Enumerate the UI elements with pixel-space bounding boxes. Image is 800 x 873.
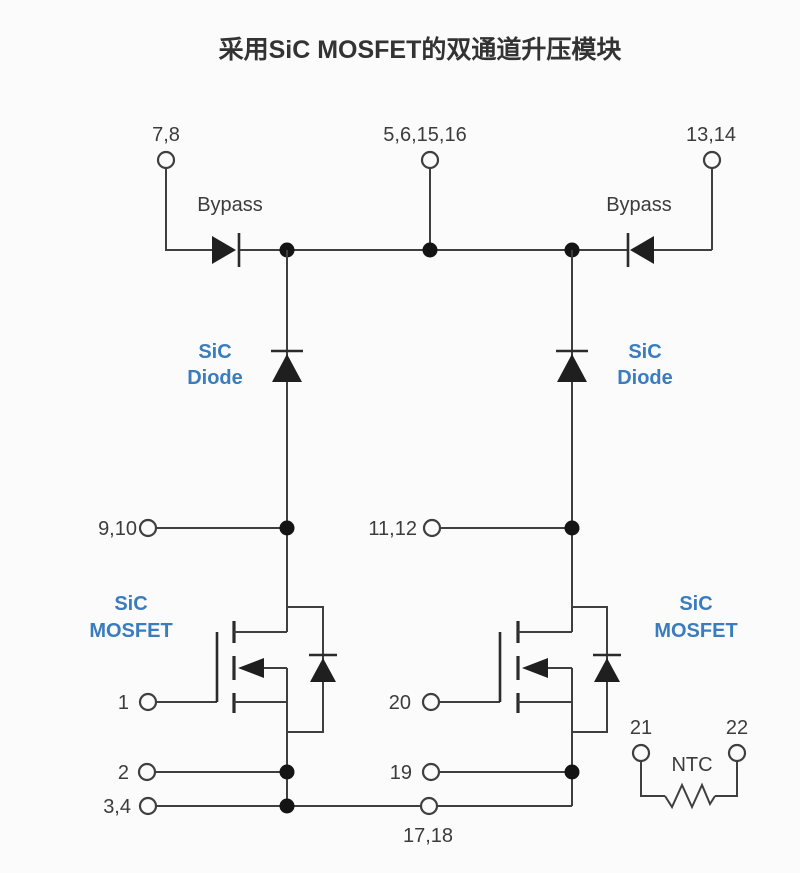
terminal-circle-17-18	[419, 796, 439, 816]
terminal-circle-3-4	[138, 796, 158, 816]
pin-label-9-10: 9,10	[98, 518, 137, 540]
pin-label-11-12: 11,12	[368, 518, 417, 540]
terminal-circle-13-14	[702, 150, 722, 170]
bypass-right-label: Bypass	[606, 194, 672, 216]
wire-pin78-to-bypass	[165, 168, 212, 251]
terminal-circle-9-10	[138, 518, 158, 538]
bypass-left-label: Bypass	[197, 194, 263, 216]
mosfet-left-body-arrow	[238, 658, 264, 678]
wire-ntc-right	[715, 761, 738, 797]
ntc-label: NTC	[671, 754, 712, 776]
pin-label-20: 20	[389, 692, 411, 714]
terminal-circle-19	[421, 762, 441, 782]
junction-dot-bus-center	[422, 242, 438, 258]
sic-diode-right: SiC Diode	[556, 250, 673, 632]
sic-diode-right-label-line1: SiC	[628, 341, 661, 363]
sic-mosfet-right: 20 SiC MOSFET	[389, 593, 738, 806]
sic-mosfet-right-label-line2: MOSFET	[654, 620, 737, 642]
sic-mosfet-right-label-line1: SiC	[679, 593, 712, 615]
sic-mosfet-left: 1 SiC MOSFET	[89, 593, 337, 806]
pin-label-7-8: 7,8	[152, 124, 180, 146]
bypass-diode-right-triangle	[630, 236, 654, 264]
terminal-circle-22	[727, 743, 747, 763]
terminal-circle-1	[138, 692, 158, 712]
sic-diode-left-triangle	[272, 354, 302, 382]
mid-tap-section: 9,10 11,12	[98, 518, 580, 540]
wire-bypass-to-pin1314	[654, 168, 713, 251]
page-title: 采用SiC MOSFET的双通道升压模块	[219, 35, 622, 64]
pin-label-1: 1	[118, 692, 129, 714]
junction-dot-left-mid	[279, 520, 295, 536]
pin-label-21: 21	[630, 717, 652, 739]
pin-label-17-18: 17,18	[403, 825, 453, 847]
pin-label-19: 19	[390, 762, 412, 784]
sic-diode-left: SiC Diode	[187, 250, 303, 632]
pin-label-3-4: 3,4	[103, 796, 131, 818]
sic-mosfet-left-label-line2: MOSFET	[89, 620, 172, 642]
wire-ntc-left	[640, 761, 665, 797]
terminal-circle-11-12	[422, 518, 442, 538]
pin-label-22: 22	[726, 717, 748, 739]
junction-dot-pin19	[564, 764, 580, 780]
ntc-section: 21 22 NTC	[630, 717, 748, 810]
sic-diode-right-label-line2: Diode	[617, 367, 673, 389]
junction-dot-pin2	[279, 764, 295, 780]
terminal-circle-2	[137, 762, 157, 782]
terminal-circle-5-6-15-16	[420, 150, 440, 170]
sic-diode-left-label-line2: Diode	[187, 367, 243, 389]
junction-dot-right-mid	[564, 520, 580, 536]
sic-diode-right-triangle	[557, 354, 587, 382]
bottom-section: 2 19 3,4 17,18	[103, 762, 580, 847]
pin-label-5-6-15-16: 5,6,15,16	[383, 124, 466, 146]
terminal-circle-20	[421, 692, 441, 712]
pin-label-2: 2	[118, 762, 129, 784]
junction-dot-ground-left	[279, 798, 295, 814]
top-bus-section: 7,8 5,6,15,16 13,14 Bypass Bypass	[152, 124, 736, 267]
terminal-circle-21	[631, 743, 651, 763]
mosfet-left-body-diode-triangle	[310, 658, 336, 682]
sic-diode-left-label-line1: SiC	[198, 341, 231, 363]
mosfet-right-body-arrow	[522, 658, 548, 678]
sic-mosfet-left-label-line1: SiC	[114, 593, 147, 615]
mosfet-right-body-diode-triangle	[594, 658, 620, 682]
pin-label-13-14: 13,14	[686, 124, 736, 146]
terminal-circle-7-8	[156, 150, 176, 170]
ntc-resistor-zigzag	[664, 782, 716, 810]
bypass-diode-left-triangle	[212, 236, 236, 264]
